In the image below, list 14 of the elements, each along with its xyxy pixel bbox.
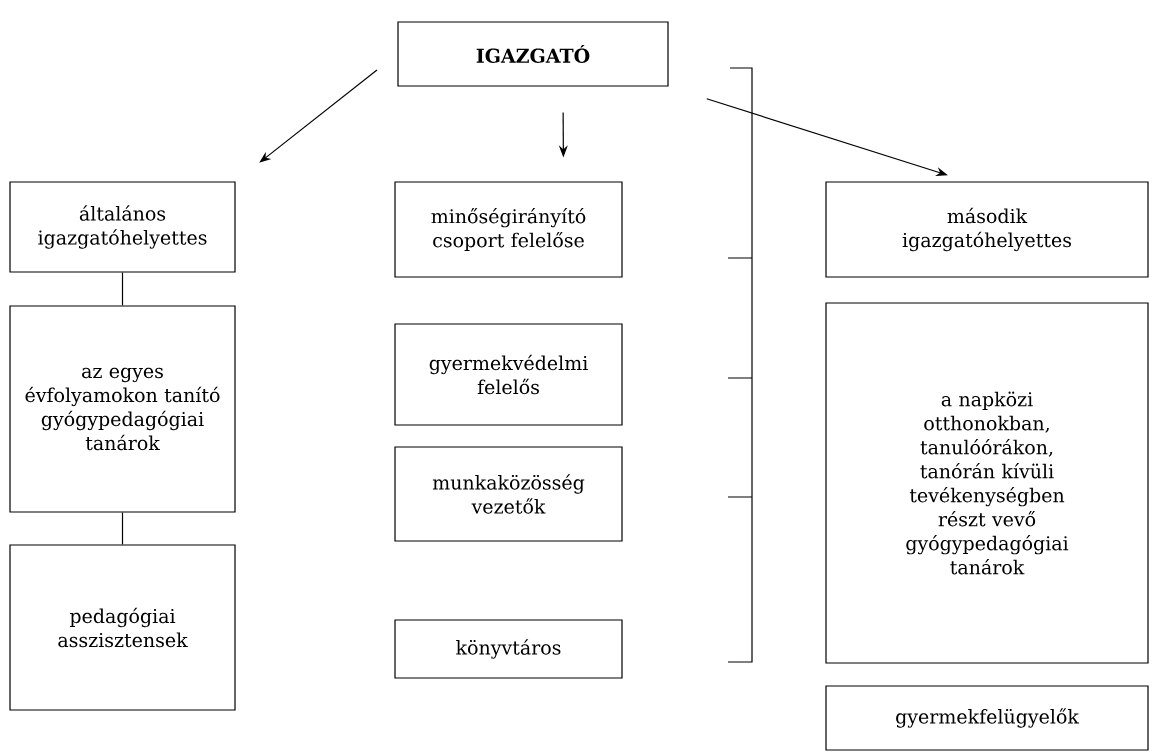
arrow xyxy=(259,69,378,163)
org-box: az egyes évfolyamokon tanító gyógypedagógiai tanárok xyxy=(9,305,236,513)
connector-line xyxy=(121,512,124,545)
org-box: gyermekfelügyelők xyxy=(825,685,1149,751)
org-box: minőségirányító csoport felelőse xyxy=(394,181,623,278)
org-box: gyermekvédelmi felelős xyxy=(394,323,623,426)
org-box: pedagógiai asszisztensek xyxy=(9,544,236,711)
org-box: általános igazgatóhelyettes xyxy=(9,181,236,273)
org-box: IGAZGATÓ xyxy=(397,21,669,87)
org-box: könyvtáros xyxy=(394,619,623,679)
connector-line xyxy=(121,272,124,306)
org-box: a napközi otthonokban, tanulóórákon, tanórán kívüli tevékenységben részt vevő gyógypedagógiai tanárok xyxy=(825,302,1149,664)
org-box: munkaközösség vezetők xyxy=(394,446,623,542)
org-box: második igazgatóhelyettes xyxy=(825,181,1149,278)
